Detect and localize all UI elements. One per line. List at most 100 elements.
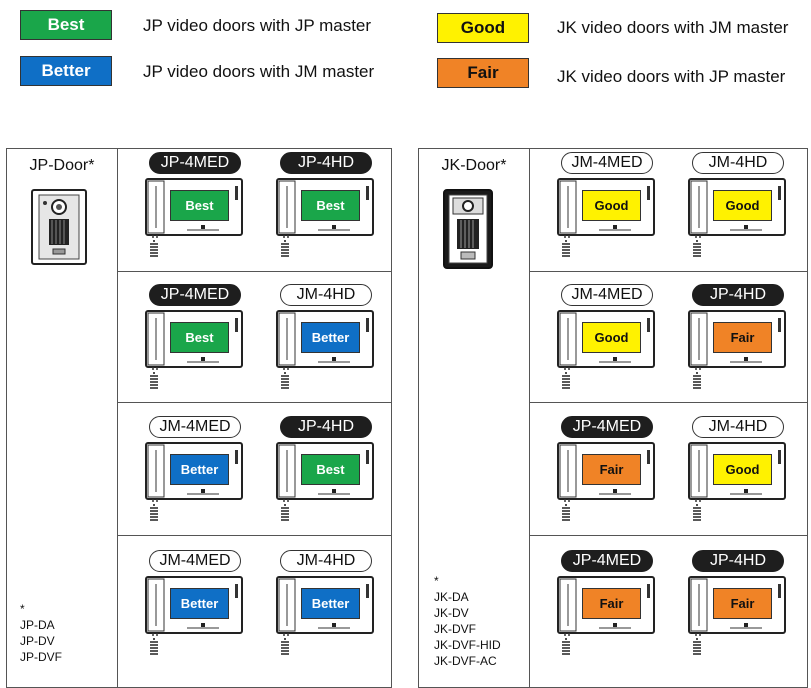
master-monitor: Fair [557,442,655,504]
monitor-combination-cell: JP-4HD Fair [688,284,798,394]
door-title: JP-Door* [29,157,95,174]
handset-cord-icon [693,504,701,521]
legend-text-best: JP video doors with JP master [143,16,372,35]
master-monitor: Better [145,442,243,504]
door-footnote: * JK-DA JK-DV JK-DVF JK-DVF-HID JK-DVF-A… [434,573,501,669]
monitor-model-label: JM-4HD [692,152,784,174]
legend-badge-best: Best [20,10,112,40]
monitor-model-label: JM-4MED [149,416,241,438]
door-column: JK-Door* * JK-DA JK-DV JK-DVF JK-DVF-HID… [419,149,530,687]
rating-screen: Best [301,454,360,485]
monitor-combination-cell: JP-4MED Best [145,284,255,394]
footnote-line: JK-DA [434,590,469,604]
footnote-line: JP-DA [20,618,55,632]
rating-screen: Good [713,190,772,221]
monitor-combination-cell: JM-4HD Better [276,550,386,660]
footnote-line: * [434,574,439,588]
footnote-line: JP-DV [20,634,55,648]
handset-cord-icon [562,372,570,389]
rating-screen: Good [713,454,772,485]
row-divider [118,402,391,403]
footnote-line: JK-DV [434,606,469,620]
jk-door-station-icon [443,189,493,269]
rating-screen: Fair [582,588,641,619]
legend-text-good: JK video doors with JM master [557,18,789,37]
master-monitor: Fair [557,576,655,638]
rating-screen: Better [170,588,229,619]
rating-screen: Good [582,322,641,353]
monitor-model-label: JP-4MED [149,152,241,174]
monitor-combination-cell: JP-4HD Best [276,416,386,526]
monitor-combination-cell: JP-4HD Best [276,152,386,262]
handset-cord-icon [562,240,570,257]
monitor-combination-cell: JP-4MED Fair [557,550,667,660]
handset-cord-icon [693,372,701,389]
rating-screen: Fair [582,454,641,485]
legend-badge-label: Best [47,15,85,34]
monitor-model-label: JM-4MED [561,284,653,306]
legend-badge-label: Better [41,61,91,80]
handset-cord-icon [281,372,289,389]
footnote-line: JK-DVF-AC [434,654,497,668]
row-divider [530,271,807,272]
master-monitor: Best [145,178,243,240]
jk-door-panel: JK-Door* * JK-DA JK-DV JK-DVF JK-DVF-HID… [418,148,808,688]
footnote-line: JK-DVF-HID [434,638,501,652]
legend-badge-label: Fair [467,63,499,82]
monitor-combination-cell: JM-4MED Good [557,152,667,262]
footnote-line: * [20,602,25,616]
handset-cord-icon [281,504,289,521]
jp-door-station-icon [31,189,87,265]
monitor-combination-cell: JM-4HD Better [276,284,386,394]
rating-screen: Better [170,454,229,485]
master-monitor: Good [688,178,786,240]
master-monitor: Good [557,310,655,372]
handset-cord-icon [693,240,701,257]
monitor-model-label: JP-4MED [561,416,653,438]
monitor-combination-cell: JM-4HD Good [688,416,798,526]
handset-cord-icon [562,504,570,521]
rating-screen: Fair [713,588,772,619]
monitor-combination-cell: JM-4MED Better [145,550,255,660]
handset-cord-icon [281,240,289,257]
rating-screen: Better [301,322,360,353]
legend-badge-fair: Fair [437,58,529,88]
door-title: JK-Door* [441,157,507,174]
master-monitor: Good [688,442,786,504]
monitor-combination-cell: JM-4MED Better [145,416,255,526]
legend-text-fair: JK video doors with JP master [557,67,786,86]
monitor-combination-cell: JP-4HD Fair [688,550,798,660]
monitor-model-label: JP-4HD [692,284,784,306]
monitor-model-label: JP-4HD [280,416,372,438]
row-divider [118,535,391,536]
rating-screen: Better [301,588,360,619]
master-monitor: Fair [688,310,786,372]
legend-badge-better: Better [20,56,112,86]
row-divider [118,271,391,272]
monitor-model-label: JM-4MED [149,550,241,572]
footnote-line: JP-DVF [20,650,62,664]
monitor-model-label: JP-4HD [280,152,372,174]
monitor-combination-cell: JP-4MED Best [145,152,255,262]
master-monitor: Better [276,576,374,638]
door-footnote: * JP-DA JP-DV JP-DVF [20,601,62,665]
handset-cord-icon [150,372,158,389]
footnote-line: JK-DVF [434,622,476,636]
monitor-model-label: JP-4MED [149,284,241,306]
handset-cord-icon [562,638,570,655]
monitor-model-label: JP-4MED [561,550,653,572]
monitor-model-label: JM-4HD [692,416,784,438]
rating-screen: Fair [713,322,772,353]
jp-door-panel: JP-Door* * JP-DA JP-DV JP-DVF [6,148,392,688]
monitor-model-label: JM-4MED [561,152,653,174]
handset-cord-icon [693,638,701,655]
row-divider [530,535,807,536]
master-monitor: Best [145,310,243,372]
handset-cord-icon [150,240,158,257]
master-monitor: Best [276,442,374,504]
legend-badge-good: Good [437,13,529,43]
door-column: JP-Door* * JP-DA JP-DV JP-DVF [7,149,118,687]
rating-screen: Best [170,322,229,353]
monitor-model-label: JM-4HD [280,550,372,572]
monitor-combination-cell: JM-4MED Good [557,284,667,394]
